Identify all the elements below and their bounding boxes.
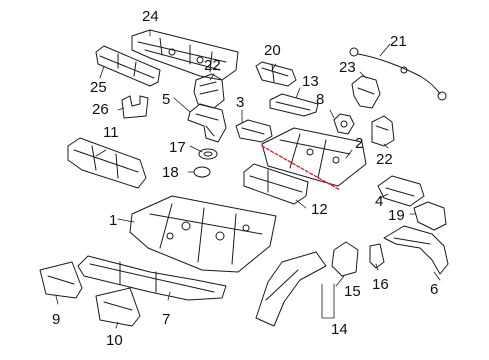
part-6-side-member [383, 225, 449, 275]
part-2-rear-floor [261, 127, 367, 191]
part-9-extension [39, 261, 83, 299]
part-13-member [269, 93, 319, 117]
part-5-bracket [187, 103, 227, 143]
callout-5: 5 [162, 91, 171, 108]
part-18-seal [193, 166, 211, 178]
callout-6: 6 [430, 281, 439, 298]
callout-21: 21 [390, 33, 407, 50]
callout-19: 19 [388, 207, 405, 224]
part-10-extension [95, 287, 141, 327]
part-14-side-member [255, 251, 327, 327]
leader-lines [55, 29, 441, 329]
callout-2: 2 [355, 135, 364, 152]
part-25-cross-member [95, 45, 161, 87]
callout-16: 16 [372, 276, 389, 293]
callout-4: 4 [375, 193, 384, 210]
part-12-cross-member [243, 163, 309, 205]
part-1-floor-pan [129, 195, 277, 273]
callout-10: 10 [106, 332, 123, 349]
callout-17: 17 [169, 139, 186, 156]
callout-13: 13 [302, 73, 319, 90]
part-22-bracket-lower [371, 115, 395, 147]
part-17-grommet [198, 148, 218, 160]
part-8-cap [333, 113, 355, 135]
part-16-bracket [369, 243, 385, 269]
part-7-rear-panel [77, 255, 227, 301]
callout-24: 24 [142, 8, 159, 25]
part-24-rear-panel [131, 29, 239, 81]
callout-23: 23 [339, 59, 356, 76]
part-20-bracket [255, 61, 297, 87]
callout-26: 26 [92, 101, 109, 118]
callout-18: 18 [162, 164, 179, 181]
part-3-reinforcement [235, 119, 273, 143]
callout-3: 3 [236, 94, 245, 111]
callout-8: 8 [316, 91, 325, 108]
part-26-bracket [121, 95, 149, 119]
callout-15: 15 [344, 283, 361, 300]
callout-7: 7 [162, 311, 171, 328]
callout-25: 25 [90, 79, 107, 96]
callout-20: 20 [264, 42, 281, 59]
part-19-bracket [413, 201, 447, 231]
part-15-bracket [331, 241, 359, 277]
part-23-bracket [351, 75, 381, 109]
callout-14: 14 [331, 321, 348, 338]
callout-22-upper: 22 [204, 57, 221, 74]
callout-11: 11 [103, 124, 119, 141]
callout-12: 12 [311, 201, 328, 218]
part-11-side-member [67, 137, 147, 189]
callout-9: 9 [52, 311, 61, 328]
part-21-cable [349, 47, 447, 101]
callout-1: 1 [109, 212, 118, 229]
callout-22-lower: 22 [376, 151, 393, 168]
part-4-bracket [377, 175, 425, 207]
